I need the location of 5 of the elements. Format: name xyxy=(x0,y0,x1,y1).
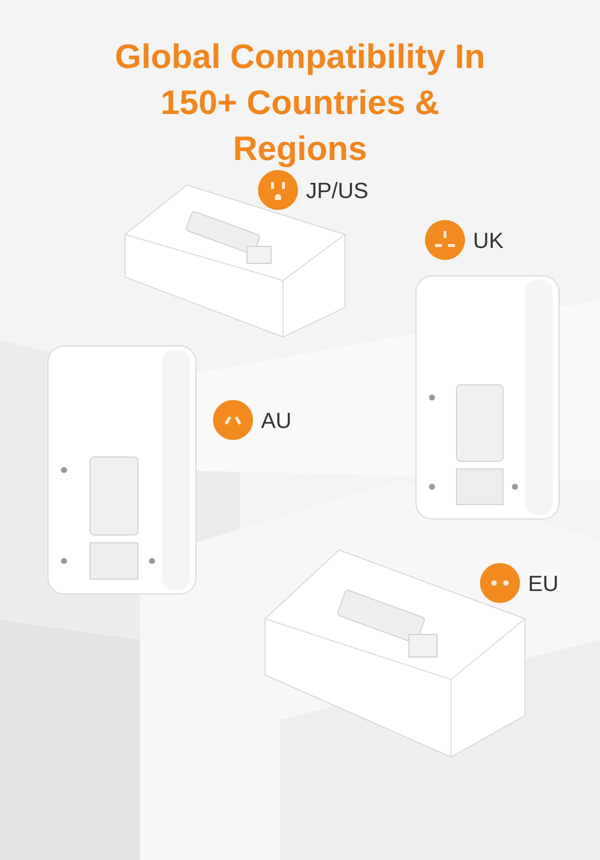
region-label: UK xyxy=(473,226,504,254)
region-label: EU xyxy=(528,570,559,598)
title: Global Compatibility In 150+ Countries & Regions xyxy=(114,37,486,170)
region-label: AU xyxy=(261,406,292,434)
region-label: JP/US xyxy=(306,176,368,204)
